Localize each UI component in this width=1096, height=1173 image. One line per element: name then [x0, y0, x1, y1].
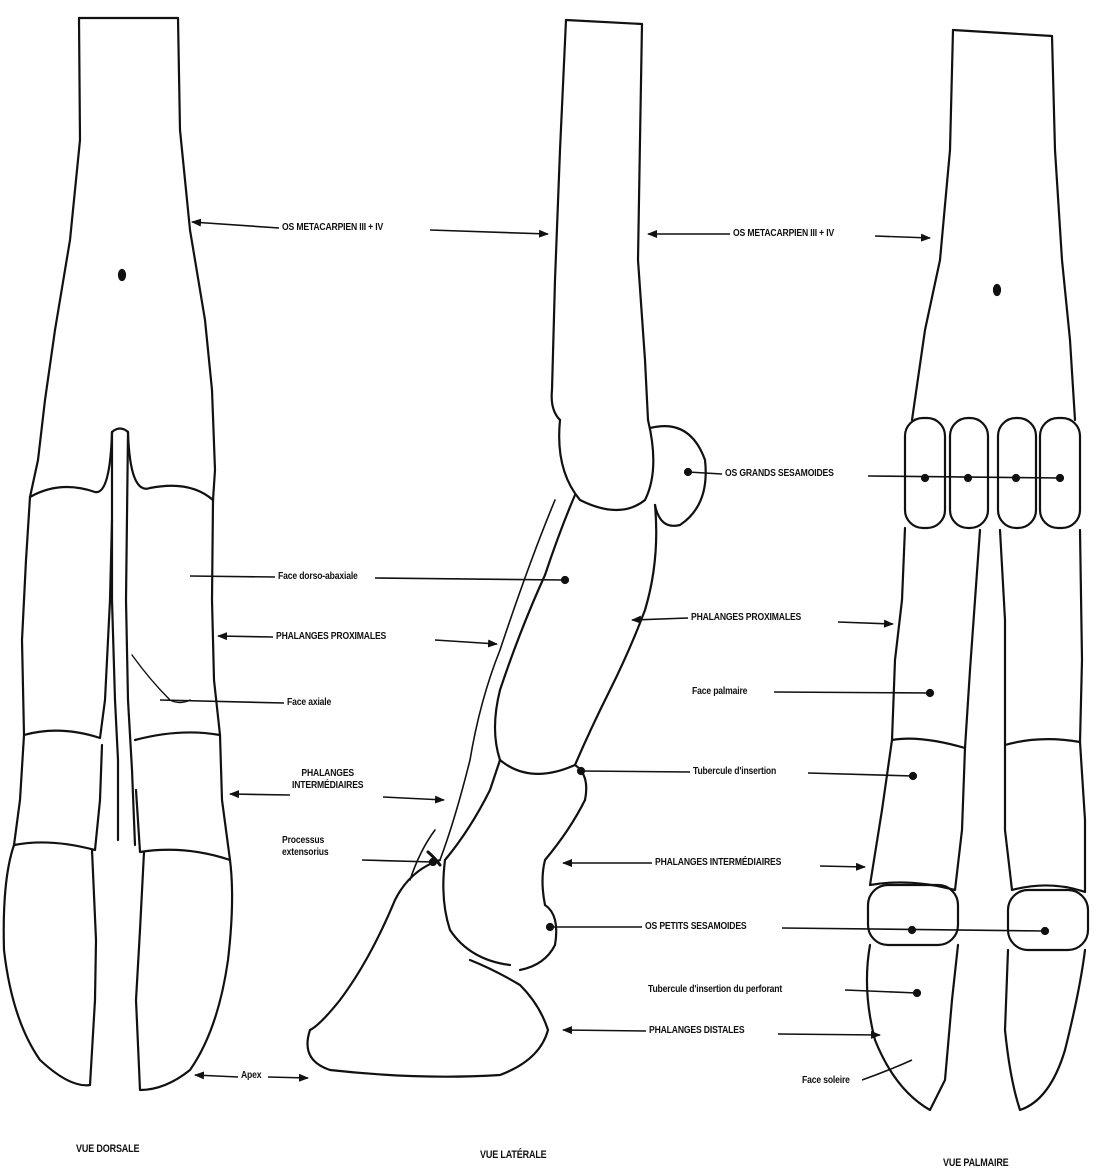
label-os-metacarpien-palmar: OS METACARPIEN III + IV [733, 228, 834, 240]
label-face-axiale: Face axiale [287, 697, 331, 709]
dorsal-view-drawing [4, 18, 232, 1090]
label-apex: Apex [241, 1070, 261, 1082]
label-os-grands-sesamoides: OS GRANDS SESAMOIDES [725, 468, 834, 480]
palmar-view-drawing [867, 30, 1088, 1110]
caption-vue-dorsale: VUE DORSALE [76, 1143, 139, 1155]
label-phalanges-proximales-palmar: PHALANGES PROXIMALES [691, 612, 801, 624]
label-tubercule-perforant: Tubercule d'insertion du perforant [648, 984, 782, 996]
label-os-metacarpien-dorsal: OS METACARPIEN III + IV [282, 222, 383, 234]
label-phalanges-distales: PHALANGES DISTALES [649, 1025, 744, 1037]
label-processus-extensorius: Processus extensorius [282, 835, 329, 858]
label-phalanges-intermediaires-palmar: PHALANGES INTERMÉDIAIRES [655, 857, 781, 869]
caption-vue-palmaire: VUE PALMAIRE [943, 1157, 1009, 1169]
caption-vue-laterale: VUE LATÉRALE [480, 1149, 547, 1161]
label-tubercule-insertion: Tubercule d'insertion [693, 766, 776, 778]
leader-lines [160, 222, 1062, 1080]
label-os-petits-sesamoides: OS PETITS SESAMOIDES [645, 921, 747, 933]
label-phalanges-intermediaires-dorsal: PHALANGES INTERMÉDIAIRES [292, 768, 363, 791]
label-face-soleire: Face soleire [802, 1075, 850, 1087]
lateral-view-drawing [308, 20, 706, 1077]
label-face-dorso-abaxiale: Face dorso-abaxiale [278, 571, 358, 583]
label-face-palmaire: Face palmaire [692, 686, 747, 698]
label-phalanges-proximales-dorsal: PHALANGES PROXIMALES [276, 631, 386, 643]
